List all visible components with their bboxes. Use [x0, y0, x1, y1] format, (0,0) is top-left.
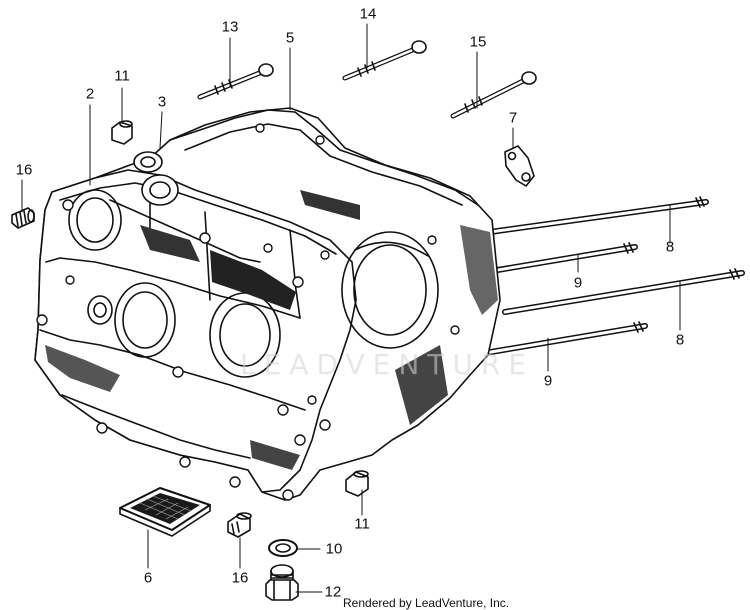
callout-16-left: 16: [15, 161, 33, 179]
callout-11-top: 11: [114, 67, 130, 85]
drain-plug-12: [265, 564, 299, 601]
callout-5: 5: [285, 29, 295, 47]
bracket-7: [504, 145, 535, 187]
crankcase-body: [34, 107, 501, 501]
washer-10: [268, 539, 298, 557]
bolt-14: [342, 40, 427, 81]
crankshaft-bore: [341, 231, 439, 349]
stud-8-lower: [502, 268, 745, 315]
callout-12: 12: [324, 583, 342, 601]
leader-lines: [21, 23, 681, 593]
dowel-pin-11-top: [111, 120, 133, 145]
callout-3: 3: [157, 93, 167, 111]
callout-14: 14: [359, 5, 377, 23]
watermark: LEADVENTURE: [240, 348, 535, 381]
callout-10: 10: [325, 540, 343, 558]
callout-11-bottom: 11: [354, 515, 370, 533]
callout-6: 6: [143, 569, 153, 587]
bolt-15: [450, 71, 537, 119]
callout-8-lower: 8: [675, 331, 685, 349]
callout-16-bottom: 16: [231, 569, 249, 587]
dowel-pin-16-bottom: [227, 512, 252, 538]
callout-7: 7: [508, 109, 518, 127]
bearing-bore-top: [68, 189, 122, 251]
dowel-pin-11-bottom: [345, 470, 369, 497]
dowel-pin-16-left: [11, 207, 35, 229]
credit-text: Rendered by LeadVenture, Inc.: [343, 596, 510, 610]
stud-8-upper: [487, 196, 709, 235]
callout-9-upper: 9: [573, 274, 583, 292]
bolt-13: [197, 63, 274, 100]
case-bolt-holes: [36, 123, 460, 501]
case-top-boss: [133, 151, 179, 206]
oil-screen-6: [119, 487, 211, 537]
callout-9-lower: 9: [543, 372, 553, 390]
callout-8-upper: 8: [665, 238, 675, 256]
bearing-bore-left: [114, 282, 176, 358]
callout-15: 15: [469, 33, 487, 51]
callout-2: 2: [85, 85, 95, 103]
callout-13: 13: [221, 18, 239, 36]
